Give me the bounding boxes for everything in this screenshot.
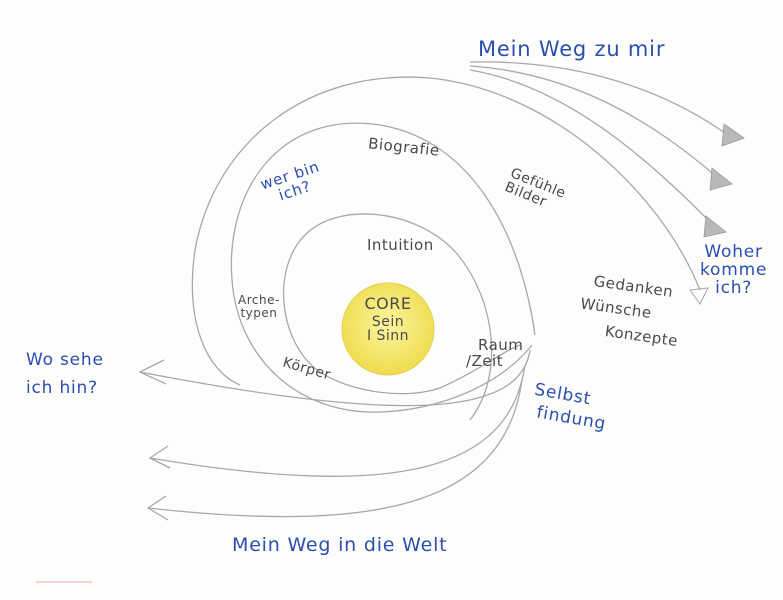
label-mein-weg-in-die-welt: Mein Weg in die Welt [232,534,448,556]
arrowhead-outer [689,287,709,305]
core-line3: I Sinn [366,328,410,345]
label-raum-zeit-line1: Raum [478,336,524,354]
label-archetypen: Arche- typen [238,294,280,319]
core-title: CORE [364,294,412,313]
label-gedanken-wuensche-konzepte: Gedanken Wünsche Konzepte [579,272,685,350]
spiral-inner [282,213,493,421]
label-ich-line: ich? [715,277,753,298]
core-label: CORE Sein I Sinn [348,294,428,345]
label-ich-hin-line: ich hin? [26,377,98,398]
arrowhead-to-world-2 [148,445,171,469]
label-archetypen-line1: Arche- [238,293,280,307]
label-mein-weg-zu-mir: Mein Weg zu mir [478,37,666,61]
arrow-to-me-1 [469,61,729,136]
label-wo-sehe-line: Wo sehe [26,350,104,370]
label-raum-zeit: Raum /Zeit [466,336,524,370]
core-circle [341,282,435,376]
label-wuensche-line: Wünsche [579,294,653,322]
label-archetypen-line2: typen [240,305,278,320]
arrow-to-world-3 [147,379,523,518]
arrowhead-to-me-3 [703,215,727,238]
arrowhead-to-world-3 [146,495,169,521]
arrow-to-world-1 [139,349,531,407]
label-raum-zeit-line2: /Zeit [466,351,504,370]
label-woher-line: Woher [704,242,763,262]
arrowhead-to-me-1 [721,123,745,147]
label-komme-line: komme [700,259,768,280]
arrow-to-me-2 [469,65,719,179]
arrow-to-world-2 [149,364,526,477]
arrowhead-to-world-1 [138,359,167,385]
arrow-to-me-3 [469,69,715,227]
core-line2: Sein [371,313,405,330]
spiral-middle [230,122,536,413]
spiral-outer [191,76,701,386]
arrowhead-to-me-2 [709,167,733,191]
label-woher-komme-ich: Woher komme ich? [700,242,768,298]
label-wo-sehe-ich-hin: Wo sehe ich hin? [26,350,104,398]
label-intuition: Intuition [367,236,434,254]
